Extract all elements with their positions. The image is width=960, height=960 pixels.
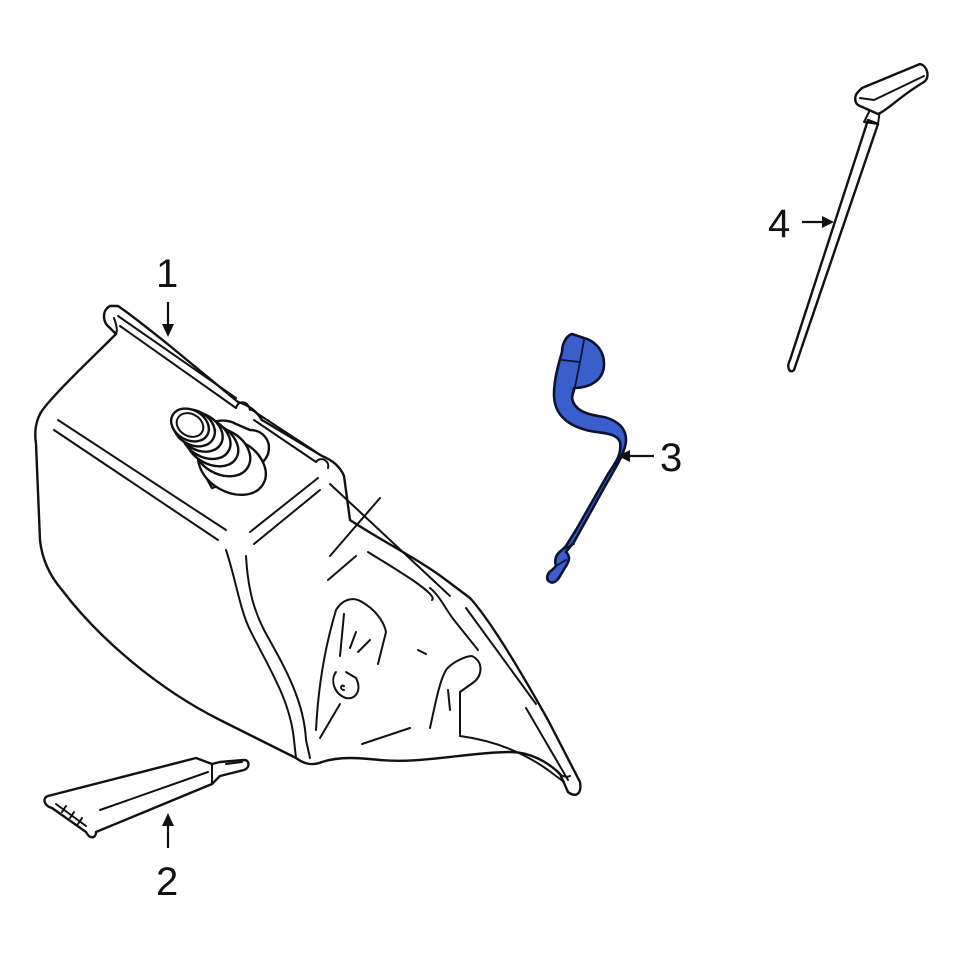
part-2-sealant-tube[interactable] [43,756,250,839]
callout-label-2: 2 [156,860,179,904]
part-1-reservoir-tank[interactable] [34,304,582,796]
filler-neck [169,407,271,497]
callout-arrows [162,216,834,848]
callout-label-4: 4 [768,202,791,246]
part-4-dipstick[interactable] [787,62,929,373]
callout-label-3: 3 [660,436,683,480]
part-3-filler-tube-hose[interactable] [545,332,628,584]
callout-label-1: 1 [156,252,179,296]
